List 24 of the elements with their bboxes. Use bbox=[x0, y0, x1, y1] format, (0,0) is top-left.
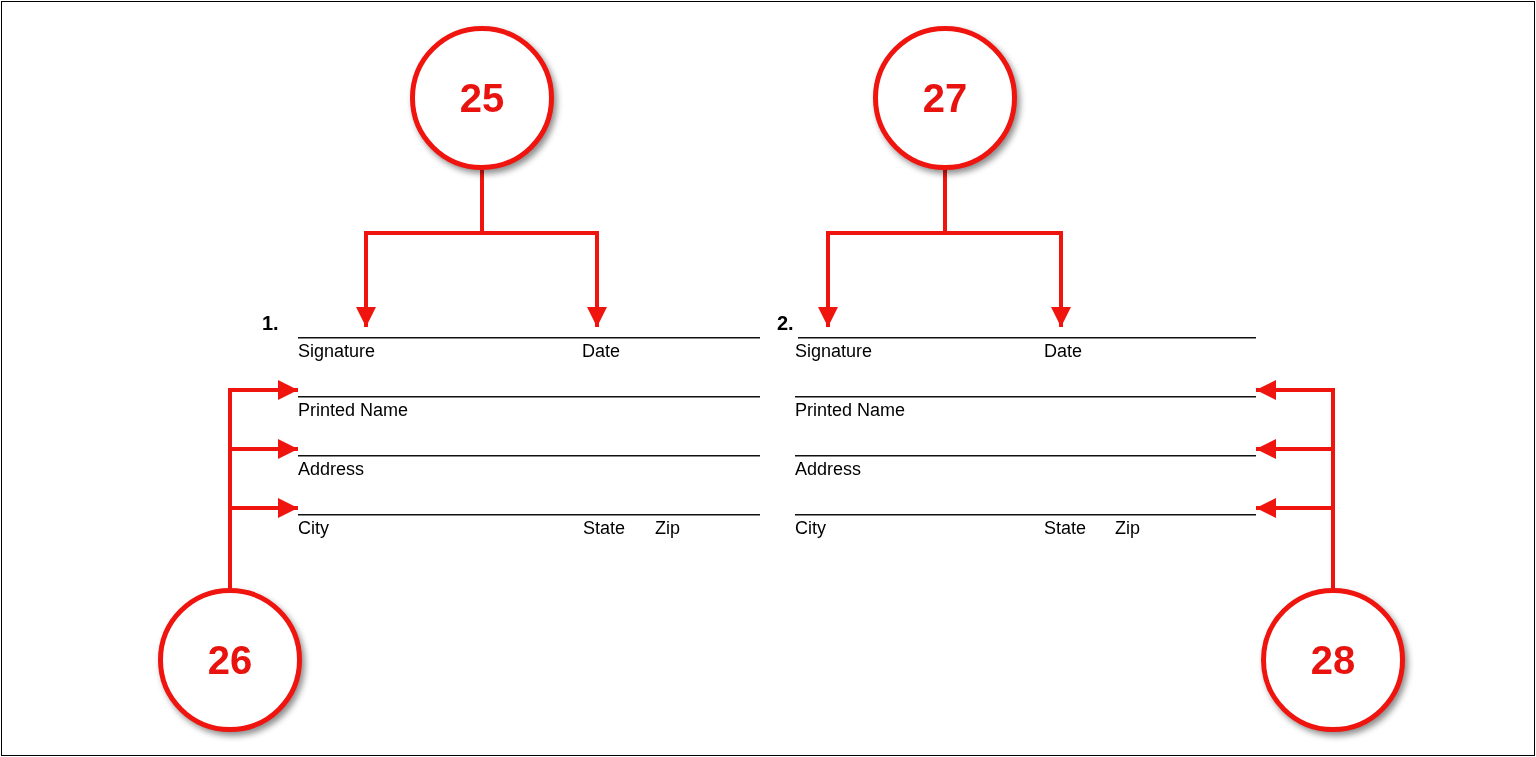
callout-circle: 28 bbox=[1261, 588, 1405, 732]
callout-circle: 26 bbox=[158, 588, 302, 732]
field-caption: Zip bbox=[655, 518, 680, 539]
leader-arrow bbox=[1256, 498, 1335, 588]
field-caption: Printed Name bbox=[795, 400, 906, 421]
form-entry-number: 1. bbox=[262, 312, 279, 335]
field-caption: State bbox=[1044, 518, 1087, 539]
field-caption: City bbox=[298, 518, 329, 539]
field-caption: Signature bbox=[298, 341, 376, 362]
field-caption: Date bbox=[1044, 341, 1083, 362]
field-caption: Address bbox=[298, 459, 365, 480]
leader-arrow bbox=[228, 498, 298, 588]
field-caption: Date bbox=[582, 341, 621, 362]
field-caption: Zip bbox=[1115, 518, 1140, 539]
leader-arrow bbox=[480, 170, 607, 327]
leader-arrow bbox=[943, 170, 1071, 327]
field-caption: Address bbox=[795, 459, 862, 480]
field-caption: Signature bbox=[795, 341, 873, 362]
field-caption: City bbox=[795, 518, 826, 539]
field-caption: State bbox=[583, 518, 626, 539]
callout-circle: 27 bbox=[873, 26, 1017, 170]
form-entry-number: 2. bbox=[777, 312, 794, 335]
field-caption: Printed Name bbox=[298, 400, 409, 421]
callout-circle: 25 bbox=[410, 26, 554, 170]
